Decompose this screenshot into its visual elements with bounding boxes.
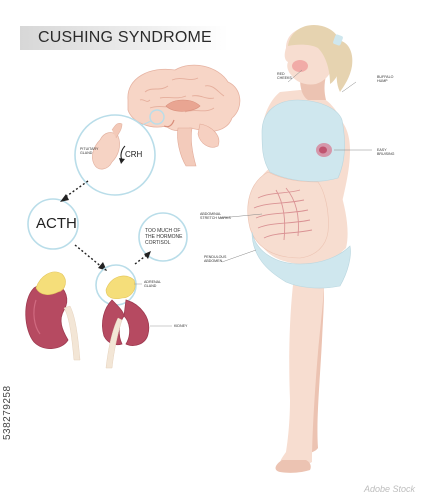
pituitary-focus-circle (149, 109, 165, 125)
pendulous-label: PENDULOUS ABDOMEN (204, 255, 227, 264)
adrenal-gland-icon-right (105, 275, 136, 300)
page-title: CUSHING SYNDROME (38, 29, 212, 46)
acth-label: ACTH (36, 215, 77, 232)
easy-bruising-label: EASY BRUISING (377, 148, 395, 157)
person-figure (247, 24, 353, 473)
stretch-marks (253, 187, 313, 241)
red-cheek (292, 60, 308, 72)
crh-label: CRH (125, 150, 143, 159)
kidney-icon (25, 282, 81, 361)
cortisol-circle (138, 212, 188, 262)
stock-id: 538279258 (2, 385, 13, 440)
title-bar (20, 26, 228, 50)
acth-circle (27, 198, 79, 250)
pituitary-gland-icon (92, 122, 123, 170)
adrenal-gland-icon (35, 271, 66, 295)
adrenal-label: ADRENAL GLAND (144, 280, 161, 289)
watermark: Adobe Stock (363, 484, 415, 494)
buffalo-hump-label: BUFFALO HUMP (377, 75, 394, 84)
pituitary-label: PITUITARY GLAND (80, 147, 99, 156)
stretch-marks-label: ABDOMINAL STRETCH MARKS (200, 212, 231, 221)
bruise-icon (316, 143, 332, 157)
label-leaders (219, 69, 372, 263)
kidney-icon-right (102, 299, 150, 369)
kidney-label: KIDNEY (174, 324, 188, 328)
cortisol-label: TOO MUCH OF THE HORMONE CORTISOL (145, 228, 183, 246)
brain-icon (127, 64, 241, 167)
red-cheeks-label: RED CHEEKS (277, 72, 292, 81)
